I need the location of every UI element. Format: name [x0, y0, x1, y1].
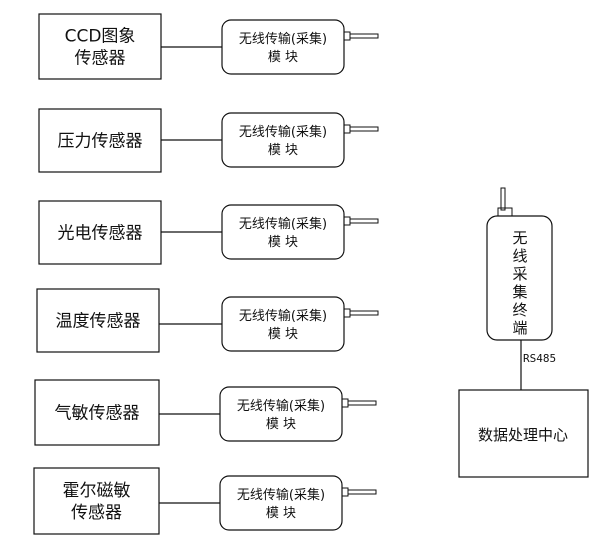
sensor-box: [38, 13, 162, 80]
module-box: [219, 475, 343, 531]
sensor-label: 传感器: [71, 503, 122, 523]
module-box: [221, 296, 345, 352]
terminal-char: 端: [512, 319, 527, 337]
sensor-label: CCD图象: [65, 27, 136, 47]
module-label-line2: 模 块: [266, 417, 296, 432]
sensor-row: 光电传感器 无线传输(采集) 模 块: [38, 200, 379, 265]
module-box: [221, 19, 345, 75]
sensor-label: 光电传感器: [58, 224, 143, 244]
module-antenna: [349, 218, 379, 224]
module-box: [221, 112, 345, 168]
sensor-box: [36, 288, 160, 353]
module-antenna-base: [341, 398, 349, 408]
module-box: [221, 204, 345, 260]
sensor-label: 气敏传感器: [55, 404, 140, 424]
module-antenna-base: [343, 31, 351, 41]
terminal-char: 线: [512, 247, 527, 265]
terminal-box: [486, 215, 553, 341]
data-center-box: [458, 389, 589, 478]
module-label-line1: 无线传输(采集): [239, 31, 327, 47]
terminal-antenna: [500, 187, 506, 211]
data-center: 数据处理中心: [458, 389, 589, 478]
module-label-line2: 模 块: [266, 506, 296, 521]
sensor-row: 气敏传感器 无线传输(采集) 模 块: [34, 379, 377, 446]
module-antenna-base: [343, 308, 351, 318]
module-antenna: [349, 310, 379, 316]
module-label-line1: 无线传输(采集): [239, 124, 327, 140]
terminal-char: 无: [512, 229, 527, 247]
terminal-char: 终: [512, 301, 527, 319]
sensor-label: 压力传感器: [58, 132, 143, 152]
module-antenna-base: [343, 216, 351, 226]
sensor-label: 霍尔磁敏: [63, 481, 131, 501]
module-label-line2: 模 块: [268, 327, 298, 342]
module-antenna-base: [341, 487, 349, 497]
sensor-label: 温度传感器: [56, 312, 141, 332]
module-label-line2: 模 块: [268, 235, 298, 250]
sensor-label: 传感器: [75, 49, 126, 69]
sensor-row: 温度传感器 无线传输(采集) 模 块: [36, 288, 379, 353]
sensor-box: [33, 467, 160, 535]
module-label-line2: 模 块: [268, 143, 298, 158]
module-antenna: [349, 126, 379, 132]
module-label-line2: 模 块: [268, 50, 298, 65]
module-antenna: [349, 33, 379, 39]
module-label-line1: 无线传输(采集): [237, 487, 325, 503]
module-box: [219, 386, 343, 442]
module-label-line1: 无线传输(采集): [237, 398, 325, 414]
module-antenna: [347, 489, 377, 495]
module-antenna-base: [343, 124, 351, 134]
sensor-row: 压力传感器 无线传输(采集) 模 块: [38, 108, 379, 173]
data-center-label: 数据处理中心: [478, 426, 568, 444]
sensor-box: [34, 379, 160, 446]
terminal-char: 采: [512, 265, 527, 283]
module-antenna: [347, 400, 377, 406]
module-label-line1: 无线传输(采集): [239, 308, 327, 324]
terminal-char: 集: [512, 283, 527, 301]
module-label-line1: 无线传输(采集): [239, 216, 327, 232]
rs485-label: RS485: [523, 352, 556, 365]
